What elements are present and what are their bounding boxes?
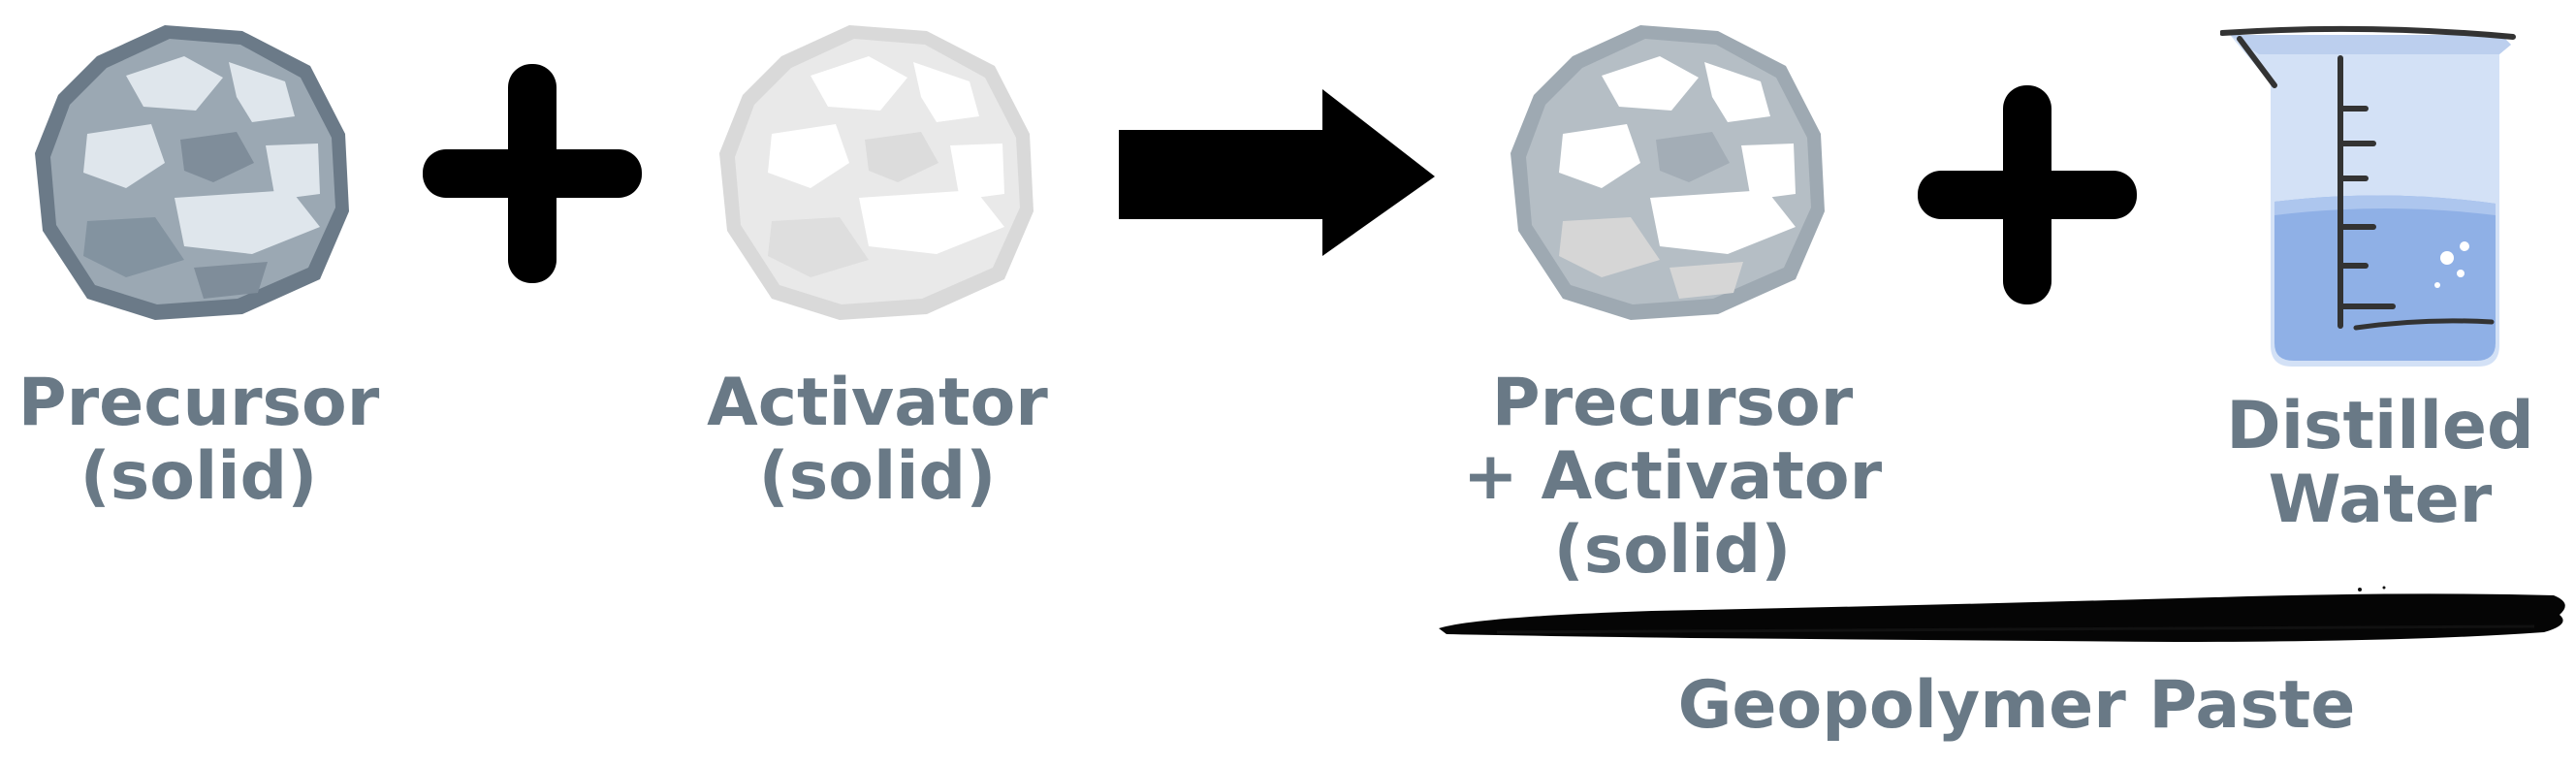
plus-vertical-stroke (508, 64, 557, 283)
plus-icon (1918, 85, 2137, 304)
plus-vertical-stroke (2003, 85, 2051, 304)
water-label: Distilled Water (2181, 390, 2576, 537)
precursor-label-line1: Precursor (17, 365, 380, 441)
activator-label-line2: (solid) (758, 438, 997, 515)
mix-label: Precursor + Activator (solid) (1454, 367, 1891, 588)
mix-label-line1: Precursor (1491, 365, 1854, 441)
geopolymer-paste-label: Geopolymer Paste (1677, 667, 2356, 744)
mix-rock-icon (1511, 25, 1825, 320)
plus-icon (423, 64, 642, 283)
mix-label-line3: (solid) (1553, 512, 1792, 589)
arrow-right-icon (1119, 89, 1435, 256)
beaker-icon (2220, 25, 2516, 367)
brush-stroke-underline (1439, 586, 2565, 642)
water-label-line2: Water (2268, 462, 2493, 538)
activator-label-line1: Activator (707, 365, 1048, 441)
mix-label-line2: + Activator (1462, 438, 1883, 515)
precursor-label-line2: (solid) (80, 438, 318, 515)
precursor-label: Precursor (solid) (0, 367, 398, 514)
activator-rock-icon (719, 25, 1034, 320)
precursor-rock-icon (35, 25, 349, 320)
activator-label: Activator (solid) (679, 367, 1076, 514)
water-label-line1: Distilled (2226, 388, 2534, 464)
